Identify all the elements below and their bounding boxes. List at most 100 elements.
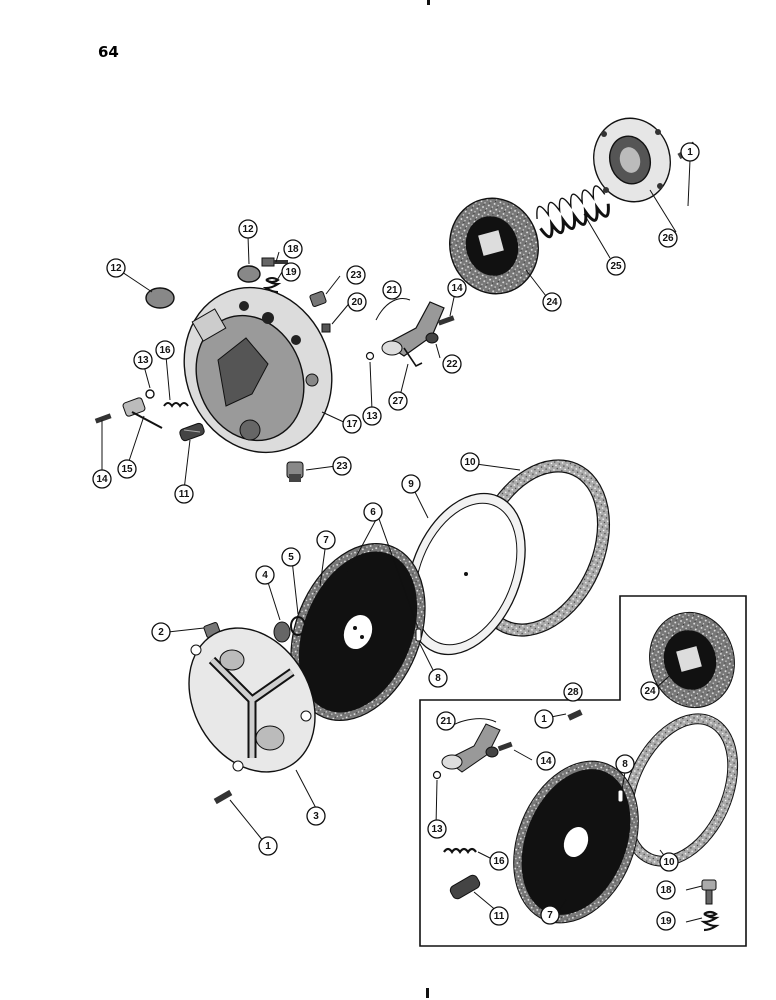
callout-16: 16: [155, 340, 175, 360]
callout-2: 2: [151, 622, 171, 642]
cover-part-3: [188, 627, 316, 773]
spring-part-16-top: [163, 402, 189, 408]
callout-28: 28: [563, 682, 583, 702]
callout-1: 1: [680, 142, 700, 162]
callout-label: 25: [610, 261, 622, 272]
callout-7: 7: [540, 905, 560, 925]
callout-circle: [460, 452, 480, 472]
callout-label: 18: [287, 244, 299, 255]
callout-19: 19: [281, 262, 301, 282]
callout-12: 12: [106, 258, 126, 278]
callout-label: 27: [392, 396, 404, 407]
callout-circle: [155, 340, 175, 360]
gasket-part-kit: [621, 713, 739, 867]
callout-10: 10: [659, 852, 679, 872]
callout-circle: [281, 262, 301, 282]
callout-16: 16: [489, 851, 509, 871]
o-ring-part-kit: [432, 770, 442, 780]
callout-circle: [342, 414, 362, 434]
callout-12: 12: [238, 219, 258, 239]
callout-17: 17: [342, 414, 362, 434]
screw-part-18: [261, 257, 288, 267]
callout-circle: [656, 911, 676, 931]
callout-circle: [442, 354, 462, 374]
callout-label: 5: [288, 552, 294, 563]
callout-circle: [436, 711, 456, 731]
callout-11: 11: [174, 484, 194, 504]
callout-circle: [656, 880, 676, 900]
callout-label: 28: [567, 687, 579, 698]
callout-21: 21: [436, 711, 456, 731]
callout-label: 9: [408, 479, 414, 490]
callout-14: 14: [92, 469, 112, 489]
kit-inset-box: [419, 595, 747, 947]
callout-label: 17: [346, 419, 358, 430]
callout-23: 23: [332, 456, 352, 476]
callout-circle: [659, 852, 679, 872]
callout-circle: [428, 668, 448, 688]
callout-label: 7: [323, 535, 329, 546]
callout-circle: [362, 406, 382, 426]
callout-circle: [174, 484, 194, 504]
callout-11: 11: [489, 906, 509, 926]
callout-label: 13: [137, 355, 149, 366]
callout-label: 12: [110, 263, 122, 274]
callout-circle: [92, 469, 112, 489]
fitting-part-bottom: [286, 461, 304, 482]
diaphragm-part-kit: [649, 611, 735, 709]
callout-label: 8: [622, 759, 628, 770]
callout-circle: [306, 806, 326, 826]
end-cover-part: [593, 117, 671, 203]
callout-13: 13: [427, 819, 447, 839]
callout-label: 11: [179, 489, 190, 500]
callout-circle: [238, 219, 258, 239]
callout-label: 11: [494, 911, 505, 922]
callout-circle: [133, 350, 153, 370]
callout-label: 1: [687, 147, 693, 158]
callout-circle: [536, 751, 556, 771]
callout-label: 12: [242, 224, 254, 235]
callout-circle: [347, 292, 367, 312]
callout-6: 6: [363, 502, 383, 522]
callout-1: 1: [534, 709, 554, 729]
callout-circle: [258, 836, 278, 856]
callout-circle: [640, 681, 660, 701]
callout-circle: [534, 709, 554, 729]
callout-label: 6: [370, 507, 376, 518]
callout-3: 3: [306, 806, 326, 826]
o-ring-part-left: [145, 389, 155, 399]
screw-part-14-top: [437, 315, 455, 326]
callout-label: 24: [644, 686, 656, 697]
callout-5: 5: [281, 547, 301, 567]
diaphragm-disc-part-kit: [513, 760, 639, 924]
callout-24: 24: [640, 681, 660, 701]
callout-label: 3: [313, 811, 319, 822]
callout-circle: [542, 292, 562, 312]
callout-label: 15: [121, 464, 133, 475]
lever-assembly-part-kit: [441, 723, 501, 773]
callout-26: 26: [658, 228, 678, 248]
callout-circle: [680, 142, 700, 162]
callout-circle: [401, 474, 421, 494]
lever-assembly-part-top: [381, 301, 445, 357]
callout-circle: [427, 819, 447, 839]
plug-part-top: [237, 265, 261, 283]
callout-label: 13: [431, 824, 443, 835]
spring-part-16-kit: [443, 847, 477, 854]
scan-mark-bottom: [426, 988, 429, 998]
callout-label: 1: [265, 841, 271, 852]
callout-24: 24: [542, 292, 562, 312]
screw-part-14-kit: [497, 741, 513, 752]
callout-circle: [489, 851, 509, 871]
o-ring-part-top: [365, 351, 375, 361]
callout-label: 1: [541, 714, 547, 725]
washer-part-4: [273, 621, 291, 643]
pin-part-27: [403, 347, 423, 368]
callout-label: 8: [435, 673, 441, 684]
page-number: 64: [98, 43, 119, 61]
callout-18: 18: [283, 239, 303, 259]
callout-circle: [106, 258, 126, 278]
screw-part-14-left: [94, 413, 112, 424]
pin-part-8-kit: [617, 789, 624, 803]
